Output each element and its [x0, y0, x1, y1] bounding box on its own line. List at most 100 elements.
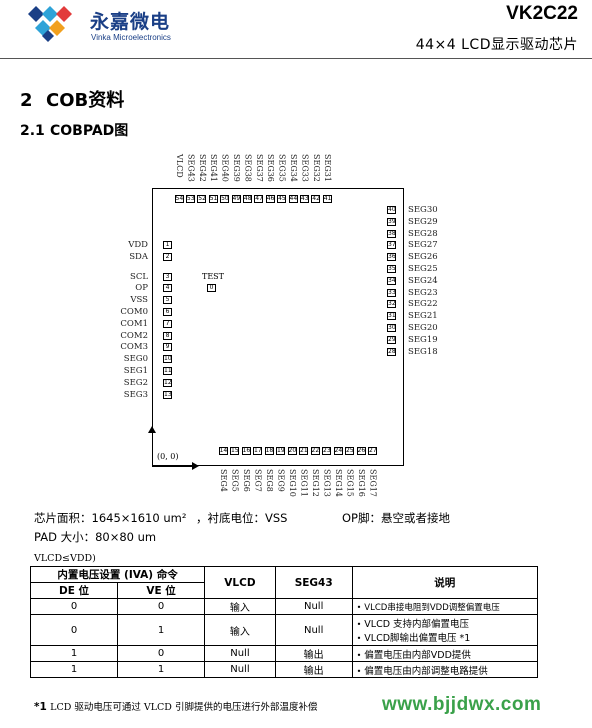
cell-desc: •VLCD串接电阻到VDD调整偏置电压 [351, 598, 539, 615]
right-pin-label: SEG28 [408, 228, 438, 239]
brand-name-cn: 永嘉微电 [90, 11, 171, 33]
table-row: 0 0 输入 Null •VLCD串接电阻到VDD调整偏置电压 [29, 598, 539, 615]
y-axis-line [152, 430, 153, 467]
left-pad: 11 [163, 367, 172, 375]
right-pin-label: SEG23 [408, 287, 438, 298]
top-pin-label: SEG32 [311, 154, 321, 182]
table-row: 1 0 Null 输出 •偏置电压由内部VDD提供 [29, 645, 539, 662]
right-pin-label: SEG30 [408, 205, 438, 215]
bottom-pin-label: SEG4 [219, 469, 228, 492]
cell-seg43: Null [274, 614, 353, 646]
right-pad: 36 [387, 253, 396, 262]
bottom-pin-label: SEG5 [230, 469, 240, 492]
section-title: COB资料 [46, 90, 125, 111]
right-pad: 29 [387, 335, 396, 344]
bottom-pin-label: SEG15 [345, 469, 355, 497]
cell-seg43: Null [274, 598, 353, 615]
cell-ve: 0 [117, 598, 206, 615]
left-pad: 4 [163, 284, 172, 293]
left-pin-label: COM3 [120, 342, 148, 353]
top-pad: 50 [220, 195, 230, 203]
y-axis-arrow-icon [148, 426, 156, 433]
header-divider [0, 58, 592, 59]
top-pad: 53 [185, 195, 195, 203]
table-caption: VLCD≤VDD) [34, 553, 96, 564]
header-desc: 说明 [351, 566, 539, 599]
left-pin-label: SEG3 [123, 389, 148, 400]
top-pin-label: SEG33 [300, 154, 310, 182]
right-pin-label: SEG25 [408, 264, 438, 274]
bottom-pad: 21 [299, 447, 308, 455]
left-pad: 12 [163, 378, 172, 387]
left-pad: 5 [163, 296, 172, 305]
bottom-pin-label: SEG13 [322, 469, 332, 497]
bottom-pad: 27 [368, 447, 377, 455]
top-pin-label: SEG39 [232, 154, 241, 182]
left-pad: 10 [163, 355, 172, 364]
cell-vlcd: Null [204, 645, 276, 662]
bottom-pad: 16 [241, 447, 251, 455]
bottom-pad: 20 [287, 447, 297, 455]
subsection-title: COBPAD图 [50, 123, 129, 139]
top-pin-label: SEG36 [266, 154, 276, 182]
top-pin-label: SEG40 [220, 154, 230, 182]
bottom-pad: 14 [218, 447, 228, 455]
left-pad: 13 [163, 390, 172, 399]
bottom-pad: 22 [310, 447, 320, 455]
header-de: DE 位 [29, 582, 119, 599]
right-pin-label: SEG27 [408, 240, 438, 251]
left-pad: 9 [163, 343, 172, 352]
bottom-pin-label: SEG10 [288, 469, 297, 497]
right-pin-label: SEG21 [408, 311, 438, 322]
test-pad-label: TEST [202, 272, 224, 281]
footnote-text: LCD 驱动电压可通过 VLCD 引脚提供的电压进行外部温度补偿 [50, 702, 318, 713]
right-pad: 31 [387, 312, 396, 321]
bottom-pin-label: SEG16 [357, 469, 366, 497]
desc-line: 偏置电压由内部VDD提供 [364, 649, 471, 661]
right-pin-label: SEG24 [408, 275, 438, 286]
desc-line: VLCD 支持内部偏置电压 [364, 619, 470, 630]
top-pin-label: VLCD [175, 154, 184, 178]
right-pad: 37 [387, 241, 396, 250]
bottom-pad: 17 [253, 447, 262, 455]
bottom-pad: 23 [322, 447, 331, 455]
bottom-pad: 19 [276, 447, 285, 455]
top-pad: 41 [322, 195, 332, 203]
right-pin-label: SEG18 [408, 346, 438, 357]
left-pad: 7 [163, 319, 172, 328]
bottom-pin-label: SEG6 [242, 469, 251, 492]
left-pin-label: COM0 [120, 307, 148, 317]
top-pad: 49 [231, 195, 241, 203]
left-pad: 3 [163, 272, 172, 281]
cell-desc: •VLCD 支持内部偏置电压•VLCD脚输出偏置电压 *1 [351, 614, 539, 646]
top-pin-label: SEG37 [254, 154, 264, 182]
cell-de: 1 [29, 645, 119, 662]
cell-vlcd: Null [204, 661, 276, 678]
right-pad: 39 [387, 217, 396, 226]
substrate-text: ，衬底电位：VSS [196, 511, 288, 525]
table-row: 1 1 Null 输出 •偏置电压由内部调整电路提供 [29, 661, 539, 678]
bottom-pad: 25 [345, 447, 354, 455]
cell-de: 0 [29, 598, 119, 615]
chip-area-text: 芯片面积：1645×1610 um² [34, 511, 187, 525]
top-pad: 51 [208, 195, 218, 203]
left-pin-label: OP [135, 283, 148, 294]
right-pin-label: SEG22 [408, 299, 438, 310]
left-pad: 6 [163, 308, 172, 316]
x-axis-arrow-icon [192, 462, 199, 470]
left-pin-label: SEG2 [123, 377, 148, 388]
left-pin-label: VDD [128, 240, 148, 250]
right-pin-label: SEG29 [408, 216, 438, 227]
document-subtitle: 44×4 LCD显示驱动芯片 [415, 37, 578, 53]
cell-vlcd: 输入 [204, 614, 276, 646]
bottom-pad: 26 [356, 447, 366, 455]
header-vlcd: VLCD [204, 566, 276, 599]
top-pad: 54 [174, 195, 184, 203]
left-pin-label: COM2 [120, 330, 148, 341]
top-pad: 47 [254, 195, 264, 203]
right-pad: 38 [387, 229, 396, 238]
right-pad: 30 [387, 324, 396, 332]
left-pad: 8 [163, 331, 172, 340]
right-pad: 28 [387, 347, 396, 356]
